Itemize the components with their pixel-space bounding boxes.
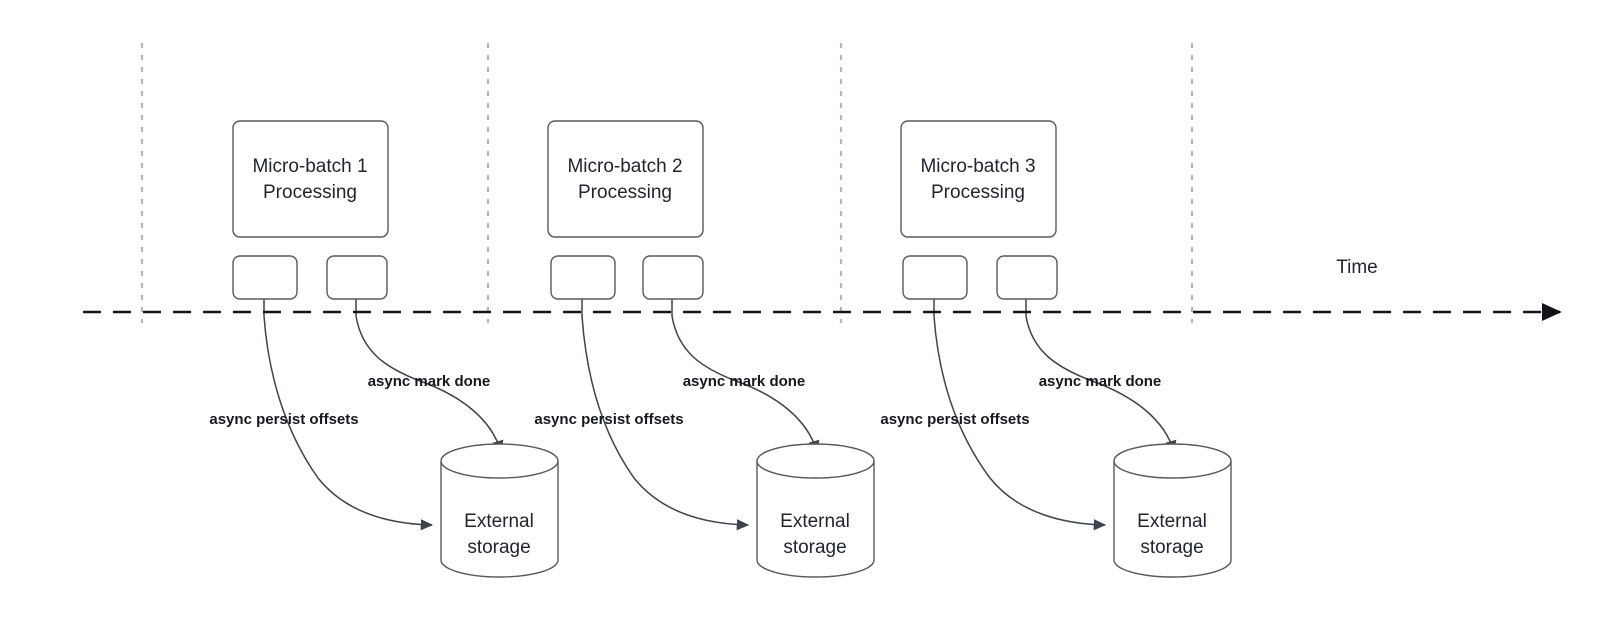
external-storage-cylinder-1[interactable]: External storage [440, 443, 559, 578]
edge-g3-async-mark-done [1025, 315, 1177, 454]
micro-batch-2-box[interactable] [547, 120, 704, 238]
cylinder-3-body [1113, 461, 1232, 578]
connector-group-2 [581, 299, 820, 531]
external-storage-2-label-line1: External [780, 511, 850, 532]
micro-batch-3-label-line2: Processing [931, 182, 1025, 203]
micro-batch-1-label-line1: Micro-batch 1 [252, 156, 367, 177]
micro-batch-3-box[interactable] [900, 120, 1057, 238]
cylinder-2-top [756, 443, 875, 479]
micro-batch-2-task-box-2[interactable] [642, 255, 704, 300]
micro-batch-3-label-line1: Micro-batch 3 [920, 156, 1035, 177]
edge-g3-async-persist-offsets [933, 315, 1107, 531]
cylinder-1-top [440, 443, 559, 479]
external-storage-cylinder-2[interactable]: External storage [756, 443, 875, 578]
edge-label-g2-async-persist-offsets: async persist offsets [534, 411, 683, 428]
edge-g2-async-persist-offsets [581, 315, 750, 531]
cylinder-2-body [756, 461, 875, 578]
micro-batch-2-label-line2: Processing [578, 182, 672, 203]
external-storage-1-label-line2: storage [467, 537, 530, 558]
micro-batch-2-label-line1: Micro-batch 2 [567, 156, 682, 177]
micro-batch-group-2: Micro-batch 2 Processing async persist o… [534, 120, 875, 578]
time-axis: Time [83, 257, 1562, 321]
micro-batch-1-label-line2: Processing [263, 182, 357, 203]
edge-label-g1-async-persist-offsets: async persist offsets [209, 411, 358, 428]
micro-batch-3-task-box-2[interactable] [996, 255, 1058, 300]
external-storage-1-label-line1: External [464, 511, 534, 532]
external-storage-3-label-line1: External [1137, 511, 1207, 532]
edge-label-g2-async-mark-done: async mark done [683, 373, 806, 390]
cylinder-1-body [440, 461, 559, 578]
micro-batch-1-task-box-2[interactable] [326, 255, 388, 300]
time-axis-label: Time [1336, 257, 1378, 278]
edge-label-g1-async-mark-done: async mark done [368, 373, 491, 390]
edge-g2-async-mark-done [671, 315, 820, 454]
cylinder-3-top [1113, 443, 1232, 479]
external-storage-2-label-line2: storage [783, 537, 846, 558]
micro-batch-group-1: Micro-batch 1 Processing async persist o… [209, 120, 559, 578]
external-storage-3-label-line2: storage [1140, 537, 1203, 558]
edge-g1-async-mark-done [355, 315, 504, 454]
micro-batch-2-task-box-1[interactable] [550, 255, 616, 300]
edge-label-g3-async-persist-offsets: async persist offsets [880, 411, 1029, 428]
edge-label-g3-async-mark-done: async mark done [1039, 373, 1162, 390]
external-storage-cylinder-3[interactable]: External storage [1113, 443, 1232, 578]
edge-g1-async-persist-offsets [263, 315, 434, 531]
micro-batch-1-box[interactable] [232, 120, 389, 238]
micro-batch-3-task-box-1[interactable] [902, 255, 968, 300]
micro-batch-group-3: Micro-batch 3 Processing async persist o… [880, 120, 1232, 578]
micro-batch-1-task-box-1[interactable] [232, 255, 298, 300]
